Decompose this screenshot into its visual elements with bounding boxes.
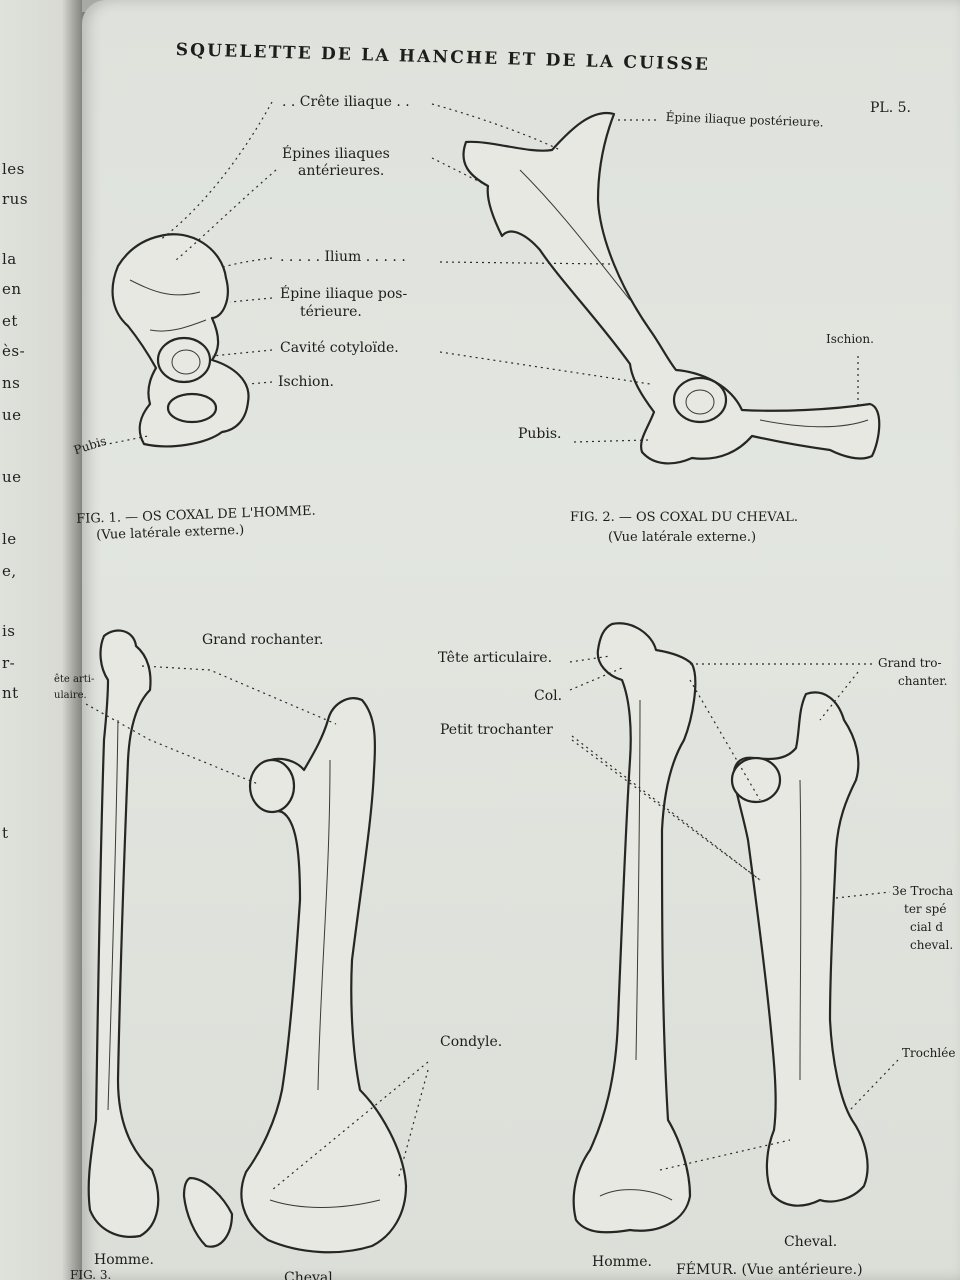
label-ter-special: ter spé (904, 902, 947, 916)
label-tete-articulaire-partial: ête arti- (54, 674, 95, 685)
caption-cheval-1: Cheval. (284, 1270, 338, 1280)
plate-number: PL. 5. (870, 100, 911, 116)
left-page-fragment: ès- (2, 342, 26, 360)
caption-homme-2: Homme. (592, 1254, 652, 1270)
left-page-fragment: en (2, 280, 22, 298)
fig2-caption-view: (Vue latérale externe.) (608, 530, 757, 545)
human-femur (87, 629, 160, 1238)
label-cavite-cotyloide: Cavité cotyloïde. (280, 340, 399, 356)
label-anterieures: antérieures. (298, 163, 385, 179)
human-coxal-bone (111, 233, 250, 448)
label-posterieure: térieure. (300, 304, 362, 320)
label-crete-iliaque: . . Crête iliaque . . (282, 94, 410, 110)
caption-femur-view: FÉMUR. (Vue antérieure.) (676, 1262, 863, 1278)
human-femur-anterior (572, 622, 697, 1234)
label-grand-trochanter: Grand rochanter. (202, 632, 324, 648)
fig2-caption: FIG. 2. — OS COXAL DU CHEVAL. (570, 510, 798, 525)
label-epines-iliaques: Épines iliaques (282, 146, 390, 162)
left-page-fragment: t (2, 824, 9, 842)
label-petit-trochanter: Petit trochanter (440, 722, 553, 738)
label-cial: cial d (910, 920, 944, 934)
label-epine-iliaque-posterieure: Épine iliaque pos- (280, 286, 408, 302)
label-ischion-1: Ischion. (278, 374, 334, 390)
left-page-fragment: rus (2, 190, 29, 208)
label-cheval-third: cheval. (910, 938, 954, 952)
left-page-fragment: le (2, 530, 17, 548)
left-page-fragment: ue (2, 406, 22, 424)
horse-coxal-bone (462, 111, 881, 465)
left-page-fragment: la (2, 250, 17, 268)
label-ilium: . . . . . Ilium . . . . . (280, 249, 406, 265)
caption-cheval-2: Cheval. (784, 1234, 838, 1250)
left-page-fragment: les (2, 160, 25, 178)
horse-femur-anterior (730, 691, 869, 1207)
label-ischion-2: Ischion. (826, 332, 874, 346)
label-trochlee: Trochlée (902, 1046, 956, 1060)
label-col: Col. (534, 688, 563, 704)
left-page-fragment: e, (2, 562, 17, 580)
left-page-fragment: et (2, 312, 18, 330)
left-page-fragment: is (2, 622, 16, 640)
left-page-fragment: r- (2, 654, 16, 672)
caption-fig3-partial: FIG. 3. (70, 1268, 112, 1280)
left-page-fragment: nt (2, 684, 19, 702)
label-troisieme-trochanter: 3e Trocha (892, 884, 954, 898)
label-condyle: Condyle. (440, 1034, 503, 1050)
label-tete-articulaire: Tête articulaire. (438, 650, 553, 666)
left-page-fragment: ue (2, 468, 22, 486)
caption-homme-1: Homme. (94, 1252, 154, 1268)
horse-femur (182, 697, 408, 1254)
label-pubis-2: Pubis. (518, 426, 562, 442)
left-page-fragment: ns (2, 374, 21, 392)
label-chanter: chanter. (898, 674, 948, 688)
label-grand-trochanter-cheval: Grand tro- (878, 656, 942, 670)
label-articulaire-partial: ulaire. (54, 690, 87, 701)
